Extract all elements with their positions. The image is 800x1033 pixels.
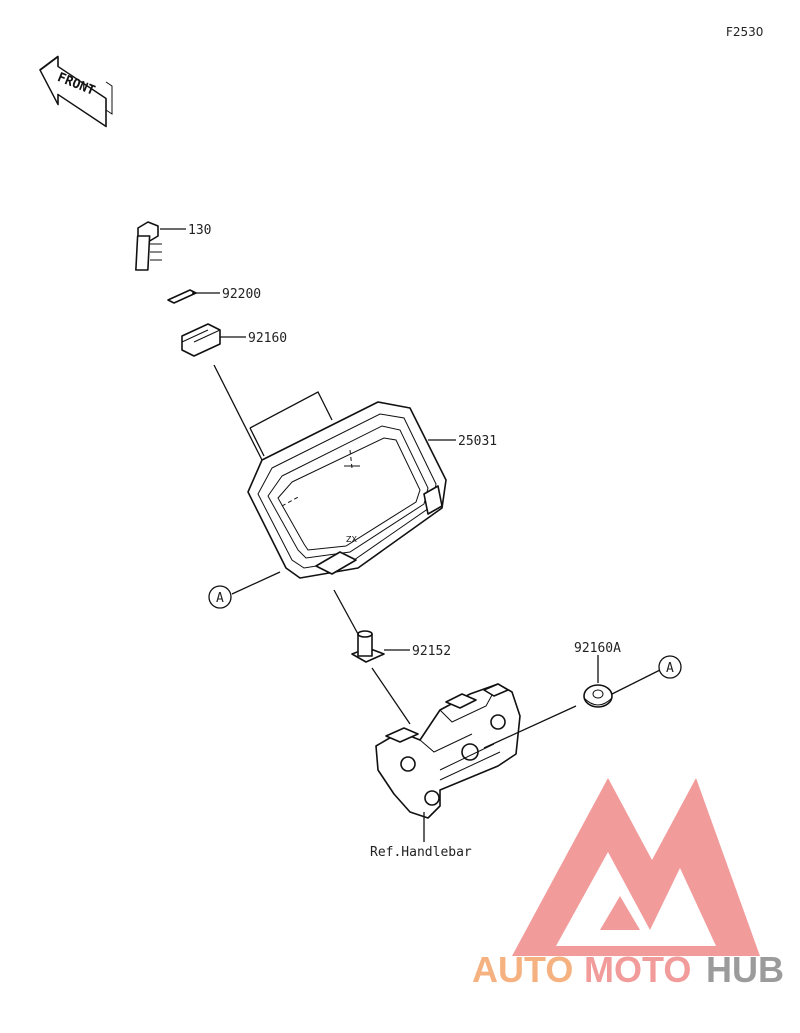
svg-text:A: A (666, 661, 674, 676)
handlebar-holder-bracket (375, 683, 521, 819)
part-92160-grommet (181, 323, 221, 357)
part-label-92160: 92160 (248, 331, 287, 346)
watermark-word-3: HUB (706, 949, 784, 990)
assembly-line-middle (333, 589, 359, 635)
reference-label: Ref.Handlebar (370, 845, 472, 860)
callout-a-right: A (658, 655, 682, 679)
svg-text:A: A (216, 591, 224, 606)
leader-callout-a-right (611, 669, 661, 695)
assembly-line-lower (371, 667, 411, 725)
part-92160a-damper (583, 684, 613, 708)
watermark-logo: AUTO MOTO HUB (472, 778, 784, 990)
leader-callout-a-left (231, 571, 281, 595)
part-92152-collar (351, 630, 385, 663)
assembly-line-right (483, 705, 577, 749)
callout-a-left: A (208, 585, 232, 609)
front-arrow-icon: FRONT (39, 55, 113, 128)
part-label-92152: 92152 (412, 644, 451, 659)
part-25031-meter: ZX (247, 401, 447, 579)
part-130-bolt (135, 221, 162, 271)
part-label-92160a: 92160A (574, 641, 621, 656)
part-92200-washer (167, 289, 197, 304)
figure-code: F2530 (726, 25, 763, 39)
part-label-92200: 92200 (222, 287, 261, 302)
svg-text:ZX: ZX (346, 535, 357, 544)
part-label-25031: 25031 (458, 434, 497, 449)
watermark-word-1: AUTO (472, 949, 573, 990)
part-label-130: 130 (188, 223, 211, 238)
bracket-line (249, 391, 333, 429)
watermark-word-2: MOTO (584, 949, 691, 990)
assembly-line-upper (213, 364, 263, 461)
